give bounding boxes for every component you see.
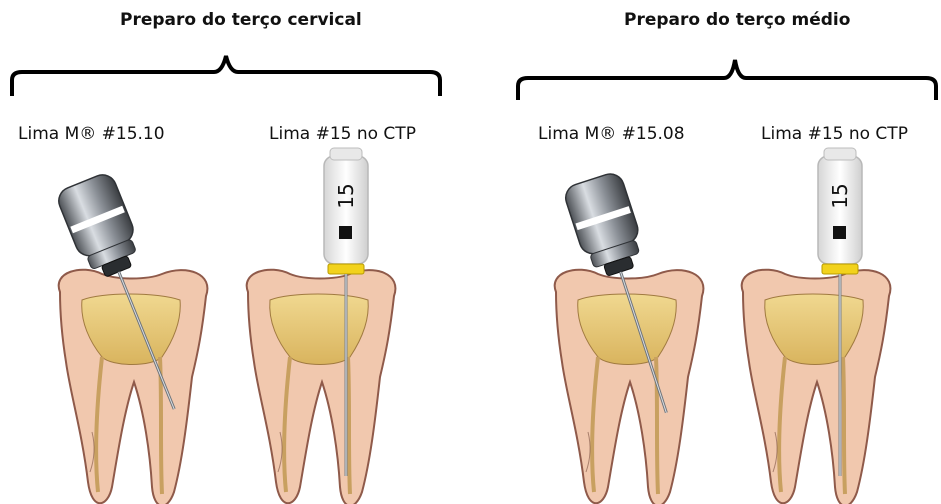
tooth-3 (555, 270, 704, 504)
brace-left (12, 56, 440, 96)
tooth-4 (742, 270, 891, 504)
handle-number-1: 15 (334, 183, 358, 208)
tooth-2 (247, 270, 396, 504)
handle-number-2: 15 (828, 183, 852, 208)
brace-right (518, 60, 936, 100)
